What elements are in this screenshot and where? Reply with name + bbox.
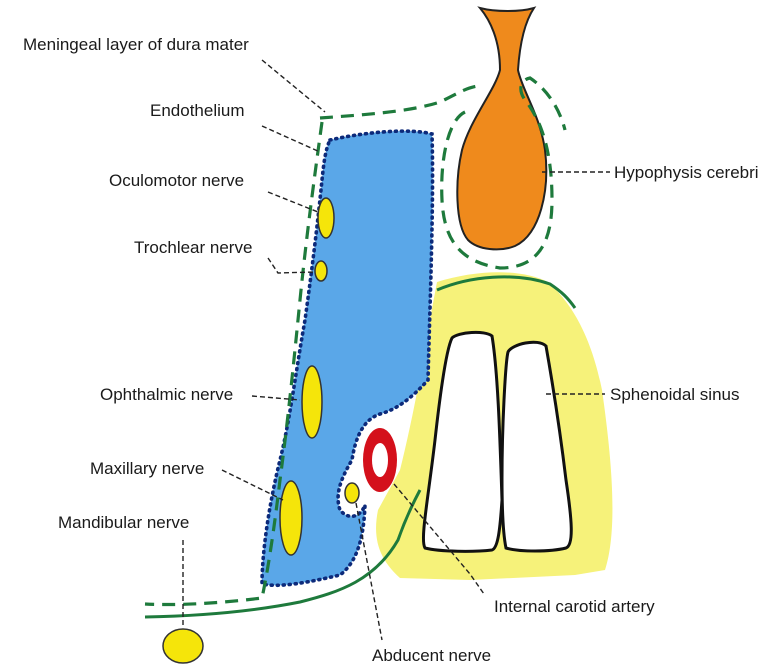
label-maxillary-nerve: Maxillary nerve <box>90 459 204 478</box>
label-abducent-nerve: Abducent nerve <box>372 646 491 665</box>
oculomotor-nerve <box>318 198 334 238</box>
label-trochlear-nerve: Trochlear nerve <box>134 238 252 257</box>
mandibular-nerve <box>163 629 203 663</box>
trochlear-nerve <box>315 261 327 281</box>
internal-carotid-artery-lumen <box>372 443 388 477</box>
leader-trochlear <box>268 258 314 273</box>
dura-meningeal-layer-outer <box>320 86 478 118</box>
label-mandibular-nerve: Mandibular nerve <box>58 513 189 532</box>
ophthalmic-nerve <box>302 366 322 438</box>
label-meningeal-layer: Meningeal layer of dura mater <box>23 35 249 54</box>
label-oculomotor-nerve: Oculomotor nerve <box>109 171 244 190</box>
leader-endothelium <box>262 126 320 152</box>
leader-meningeal <box>262 60 325 112</box>
label-ophthalmic-nerve: Ophthalmic nerve <box>100 385 233 404</box>
label-sphenoidal-sinus: Sphenoidal sinus <box>610 385 739 404</box>
maxillary-nerve <box>280 481 302 555</box>
label-hypophysis-cerebri: Hypophysis cerebri <box>614 163 759 182</box>
hypophysis-cerebri <box>457 8 546 249</box>
label-endothelium: Endothelium <box>150 101 245 120</box>
label-internal-carotid-artery: Internal carotid artery <box>494 597 655 616</box>
abducent-nerve <box>345 483 359 503</box>
